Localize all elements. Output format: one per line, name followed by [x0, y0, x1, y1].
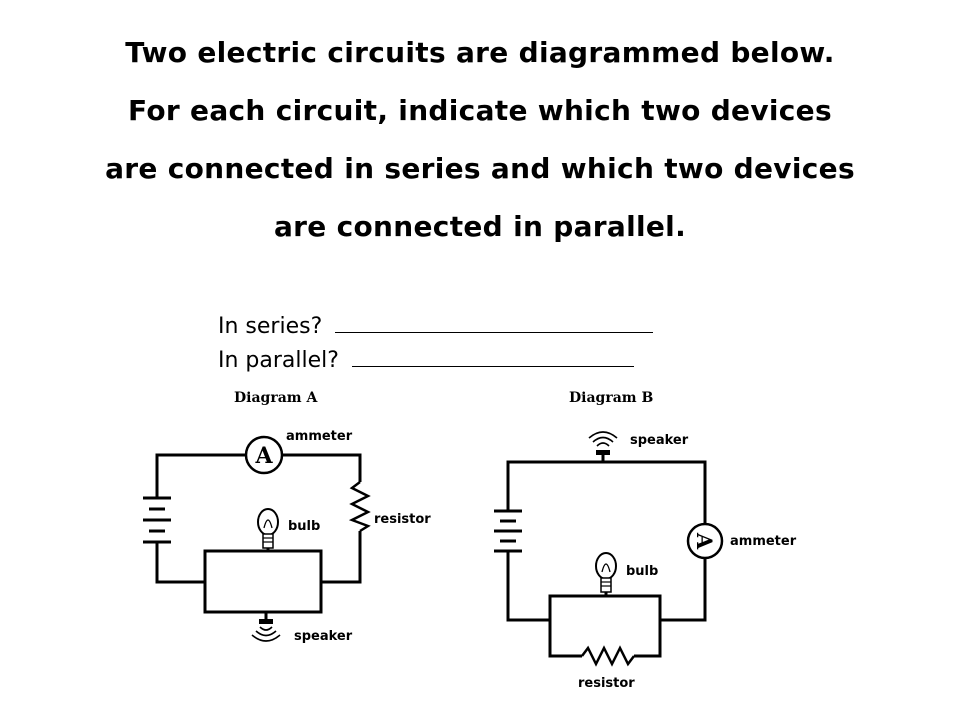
diagram-a-ammeter-icon: A — [244, 435, 284, 475]
question-heading: Two electric circuits are diagrammed bel… — [0, 24, 960, 256]
diagram-b-title: Diagram B — [569, 390, 653, 406]
diagram-a-ammeter-label: ammeter — [286, 429, 353, 444]
diagram-a-battery-icon — [143, 496, 171, 544]
diagram-b-ammeter-symbol: A — [692, 532, 717, 550]
diagram-b-wire-top-right — [603, 460, 707, 524]
diagram-b-wire-resistor-right — [634, 620, 662, 658]
heading-line-3: are connected in series and which two de… — [105, 152, 855, 185]
heading-line-2: For each circuit, indicate which two dev… — [128, 94, 832, 127]
diagram-b-battery-icon — [494, 509, 522, 553]
diagram-b-ammeter-label: ammeter — [730, 534, 797, 549]
diagram-a: Diagram A A ammeter resistor — [143, 390, 431, 644]
diagram-b-resistor-label: resistor — [578, 676, 635, 691]
diagram-a-bulb-label: bulb — [288, 519, 320, 534]
diagram-a-resistor-icon — [348, 481, 371, 533]
diagram-b-wire-top-left — [506, 460, 603, 511]
diagram-b: Diagram B speaker A ammeter — [494, 390, 797, 691]
series-answer-blank[interactable] — [335, 318, 654, 333]
diagram-a-ammeter-symbol: A — [254, 443, 273, 469]
series-label: In series? — [218, 314, 323, 339]
diagram-b-resistor-icon — [581, 645, 635, 667]
diagram-a-speaker-icon — [251, 612, 281, 642]
diagram-a-bulb-icon — [257, 508, 279, 552]
diagram-a-speaker-label: speaker — [294, 629, 353, 644]
parallel-answer-row: In parallel? — [218, 348, 634, 373]
diagram-b-speaker-icon — [588, 431, 618, 462]
diagram-a-wire-top-left — [155, 453, 246, 498]
diagram-b-bulb-label: bulb — [626, 564, 658, 579]
diagram-a-wire-top-right — [283, 453, 362, 482]
parallel-answer-blank[interactable] — [351, 352, 634, 367]
heading-line-1: Two electric circuits are diagrammed bel… — [125, 36, 835, 69]
heading-line-4: are connected in parallel. — [273, 210, 687, 243]
diagram-a-wire-speaker-branch — [203, 582, 323, 614]
diagram-a-title: Diagram A — [234, 390, 318, 406]
diagram-a-wire-loop — [155, 531, 362, 584]
diagram-b-speaker-label: speaker — [630, 433, 689, 448]
diagram-b-wire-resistor-left — [548, 620, 582, 658]
series-answer-row: In series? — [218, 314, 654, 339]
diagram-b-bulb-icon — [595, 552, 617, 596]
diagram-a-resistor-label: resistor — [374, 512, 431, 527]
diagram-b-ammeter-icon: A — [686, 522, 724, 560]
parallel-label: In parallel? — [218, 348, 339, 373]
